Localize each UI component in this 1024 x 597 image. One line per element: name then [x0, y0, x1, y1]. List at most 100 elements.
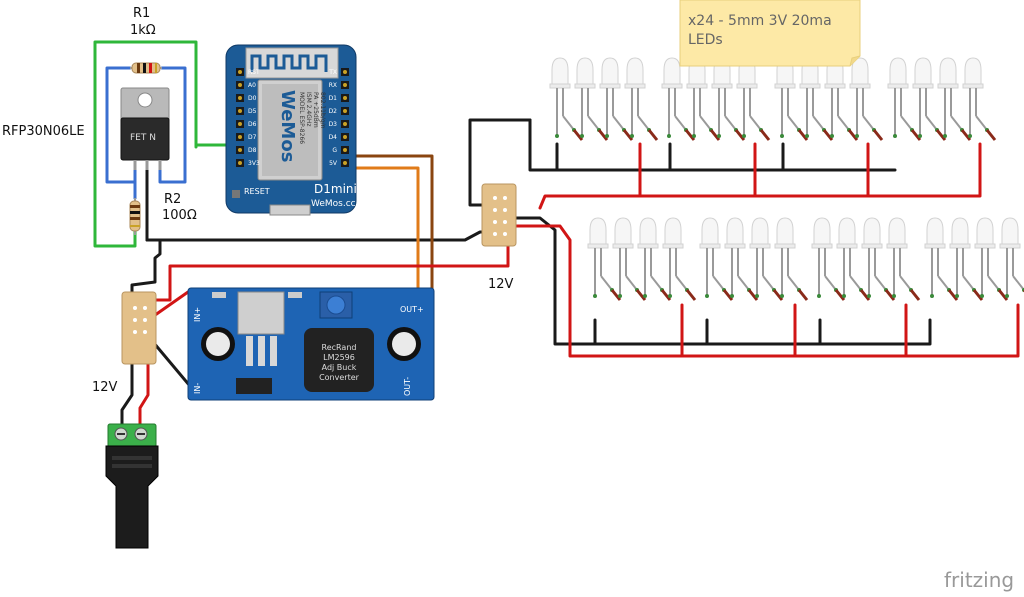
- dc-barrel-jack: [105, 423, 159, 549]
- led: [861, 217, 896, 301]
- wire-top-black-bus: [528, 118, 897, 172]
- led: [637, 217, 672, 301]
- r1-name: R1: [133, 6, 150, 21]
- led: [999, 217, 1024, 298]
- wemos-pin-label: D6: [248, 121, 257, 128]
- wemos-pin-pad: [343, 148, 347, 152]
- wemos-pin-label: RST: [248, 69, 260, 76]
- led: [699, 217, 734, 301]
- wemos-pin-pad: [343, 70, 347, 74]
- led: [736, 57, 771, 141]
- wemos-chip-line: 802.11b/g/n: [319, 92, 326, 129]
- led: [549, 57, 584, 141]
- wemos-model-label: D1mini: [314, 182, 357, 196]
- led: [724, 217, 759, 301]
- wemos-pin-pad: [343, 161, 347, 165]
- buck-in-minus-label: IN-: [193, 383, 202, 394]
- wemos-pin-label: G: [332, 147, 337, 154]
- wemos-d1-mini: [225, 44, 357, 216]
- led-note: [679, 0, 861, 67]
- led-array-bottom: [587, 217, 1024, 301]
- wire-green-outer: [93, 40, 198, 248]
- wemos-pin-label: D4: [329, 134, 338, 141]
- wemos-site-label: WeMos.cc: [311, 199, 356, 209]
- wemos-reset-label: RESET: [244, 187, 270, 196]
- mosfet-face-label: FET N: [130, 133, 156, 143]
- wemos-pin-label: D3: [329, 121, 338, 128]
- wemos-pin-pad: [238, 122, 242, 126]
- buck-in-plus-label: IN+: [193, 307, 202, 322]
- wemos-pin-label: 5V: [329, 160, 338, 167]
- mosfet-part-label: RFP30N06LE: [2, 124, 85, 139]
- led: [937, 57, 972, 141]
- wemos-pin-pad: [343, 83, 347, 87]
- led: [749, 217, 784, 301]
- led: [962, 57, 997, 141]
- wemos-pin-label: D8: [248, 147, 257, 154]
- buck-out-plus-label: OUT+: [400, 305, 424, 314]
- led: [774, 217, 809, 301]
- wemos-pin-label: D5: [248, 108, 257, 115]
- wire-black-drain-to-led: [145, 230, 497, 242]
- wemos-pin-label: D1: [329, 95, 338, 102]
- wemos-pin-pad: [238, 148, 242, 152]
- led: [599, 57, 634, 141]
- power-terminal-right: [481, 183, 517, 247]
- led: [662, 217, 697, 301]
- led-bus-wires: [502, 118, 1020, 358]
- wemos-pin-label: RX: [329, 82, 337, 89]
- led: [887, 57, 922, 141]
- wemos-chip-line: PA +25dBm: [312, 92, 319, 128]
- buck-chip-line: Adj Buck: [322, 363, 357, 372]
- buck-chip-line: Converter: [319, 373, 360, 382]
- r2-name: R2: [164, 192, 181, 207]
- led: [924, 217, 959, 301]
- wemos-pin-label: TX: [328, 69, 337, 76]
- led: [886, 217, 921, 301]
- led: [811, 217, 846, 301]
- resistor-r2: [129, 198, 141, 235]
- resistor-r1: [130, 62, 162, 74]
- psu-left-12v-label: 12V: [92, 380, 118, 395]
- buck-chip-line: RecRand: [322, 343, 357, 352]
- note-line-1: x24 - 5mm 3V 20ma: [688, 13, 832, 29]
- led: [949, 217, 984, 301]
- led: [612, 217, 647, 301]
- led: [624, 57, 659, 141]
- wemos-pin-label: D2: [329, 108, 338, 115]
- wemos-pin-pad: [343, 96, 347, 100]
- led-array-top: [549, 57, 997, 141]
- wemos-pin-pad: [343, 109, 347, 113]
- wemos-brand: WeMos: [277, 90, 298, 162]
- wemos-pin-pad: [238, 161, 242, 165]
- wire-bottom-black-bus: [502, 216, 932, 346]
- led: [912, 57, 947, 141]
- wemos-pin-label: A0: [248, 82, 256, 89]
- r2-value: 100Ω: [162, 208, 197, 223]
- fritzing-logo: fritzing: [944, 568, 1014, 592]
- led: [587, 217, 622, 301]
- wemos-pin-pad: [343, 122, 347, 126]
- note-line-2: LEDs: [688, 32, 723, 48]
- wemos-pin-pad: [238, 70, 242, 74]
- wire-blue-right: [158, 66, 187, 184]
- wemos-pin-label: 3V3: [248, 160, 260, 167]
- power-terminal-left: [121, 291, 157, 365]
- wire-top-red-bus: [538, 142, 982, 210]
- wemos-pin-label: D0: [248, 95, 257, 102]
- wemos-pin-pad: [238, 83, 242, 87]
- buck-converter: [187, 287, 435, 401]
- wemos-pin-label: D7: [248, 134, 257, 141]
- psu-right-12v-label: 12V: [488, 277, 514, 292]
- led: [849, 57, 884, 141]
- led: [661, 57, 696, 141]
- wemos-pin-pad: [238, 109, 242, 113]
- mosfet: [120, 87, 170, 170]
- led: [974, 217, 1009, 301]
- wemos-pin-pad: [238, 96, 242, 100]
